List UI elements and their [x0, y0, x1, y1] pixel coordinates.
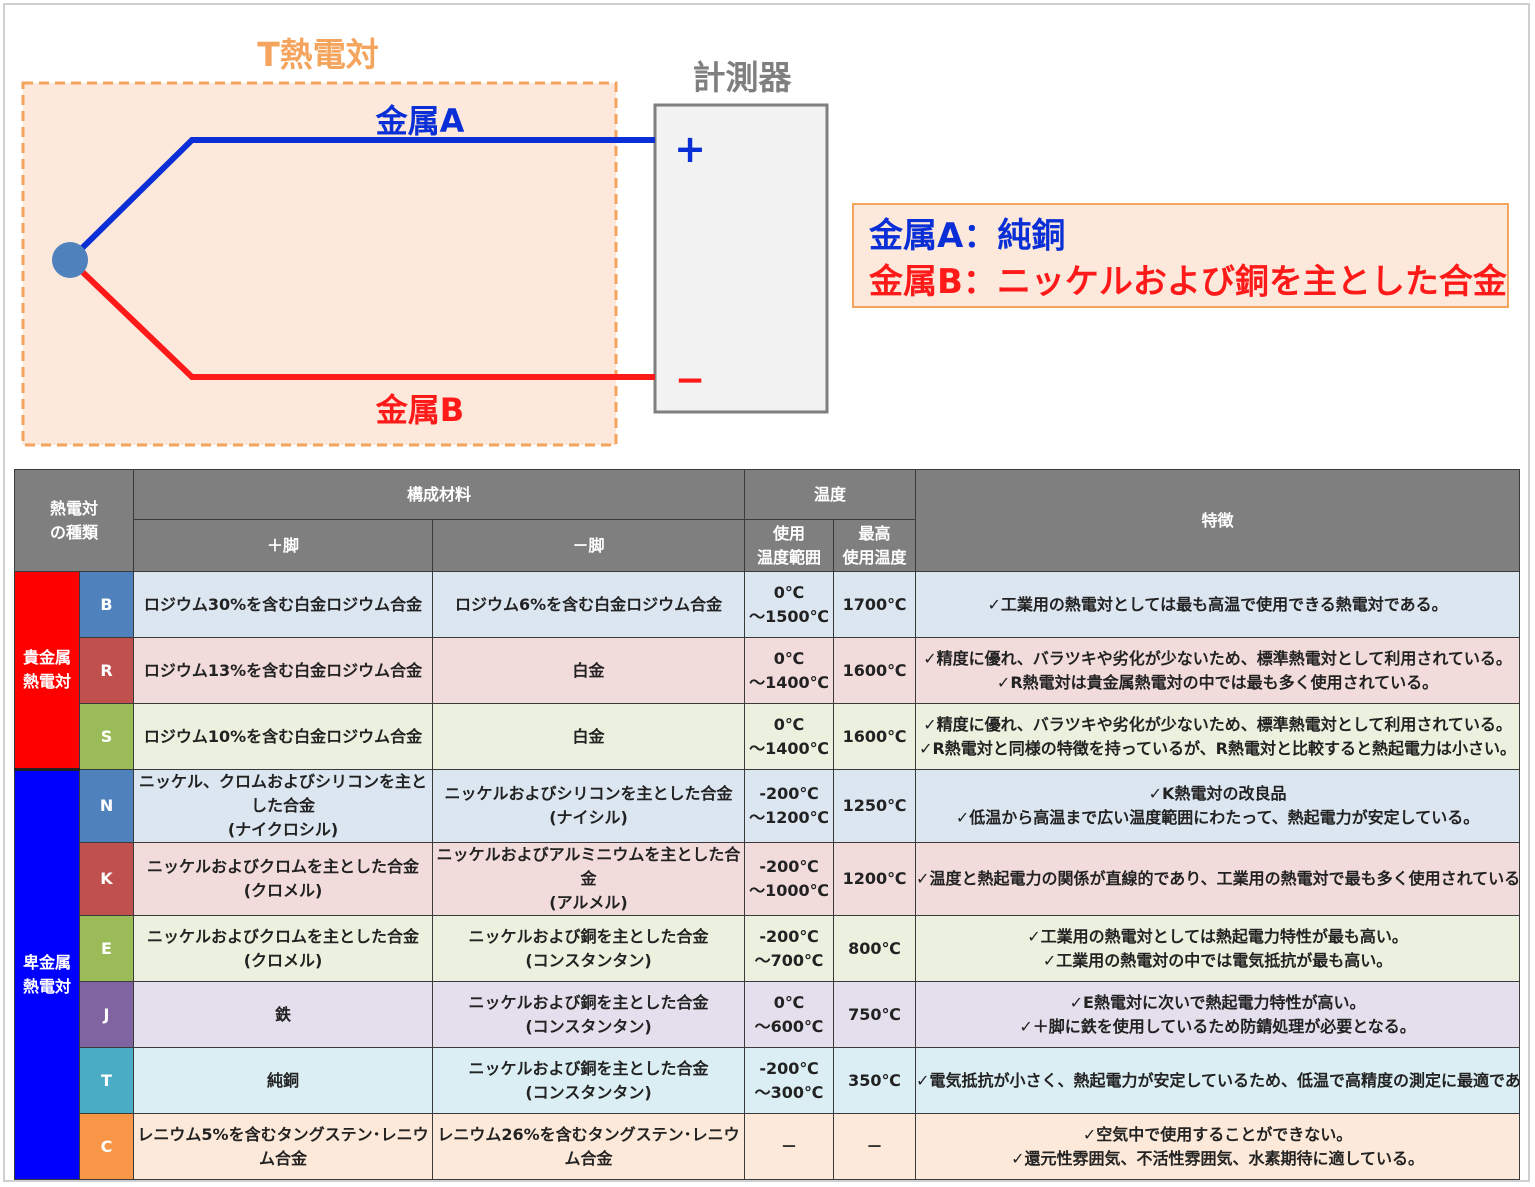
temperature-range: -200℃～1200℃: [744, 769, 835, 843]
diagram-title: T熱電対: [257, 35, 379, 74]
header-max: 最高使用温度: [833, 519, 917, 572]
max-temperature: 350℃: [833, 1047, 917, 1114]
temperature-range: -200℃～700℃: [744, 915, 835, 982]
outer-frame: [3, 3, 1530, 1182]
header-minus-leg: －脚: [432, 519, 746, 572]
minus-leg-material: ニッケルおよび銅を主とした合金(コンスタンタン): [432, 1047, 746, 1114]
metal-b-wire: [67, 257, 655, 380]
header-type: 熱電対の種類: [13, 469, 135, 572]
metal-legend: 金属A：純銅 金属B：ニッケルおよび銅を主とした合金: [852, 203, 1509, 308]
features: ✓E熱電対に次いで熱起電力特性が高い。✓＋脚に鉄を使用しているため防錆処理が必要…: [915, 981, 1521, 1048]
minus-leg-material: 白金: [432, 637, 746, 704]
header-plus-leg: ＋脚: [133, 519, 434, 572]
metal-a-wire: [67, 137, 655, 263]
max-temperature: 1200℃: [833, 842, 917, 916]
temperature-range: －: [744, 1113, 835, 1180]
thermocouple-code: E: [78, 915, 135, 982]
meter-box: [653, 103, 829, 414]
legend-metal-a: 金属A：純銅: [869, 216, 1066, 256]
features: ✓温度と熱起電力の関係が直線的であり、工業用の熱電対で最も多く使用されている。: [915, 842, 1521, 916]
features: ✓精度に優れ、バラツキや劣化が少ないため、標準熱電対として利用されている。✓R熱…: [915, 637, 1521, 704]
thermocouple-code: T: [78, 1047, 135, 1114]
group-base-metal: 卑金属熱電対: [14, 768, 80, 1180]
plus-terminal: +: [674, 127, 706, 171]
metal-a-label: 金属A: [375, 102, 465, 140]
temperature-range: -200℃～1000℃: [744, 842, 835, 916]
meter-label: 計測器: [693, 58, 793, 97]
thermocouple-table: 熱電対の種類 構成材料 温度 特徴 ＋脚 －脚 使用温度範囲 最高使用温度 貴金…: [13, 469, 1521, 1180]
plus-leg-material: ニッケルおよびクロムを主とした合金(クロメル): [133, 915, 434, 982]
plus-leg-material: ロジウム30%を含む白金ロジウム合金: [133, 571, 434, 638]
legend-metal-b: 金属B：ニッケルおよび銅を主とした合金: [869, 262, 1507, 302]
plus-leg-material: ロジウム10%を含む白金ロジウム合金: [133, 703, 434, 770]
thermocouple-code: B: [78, 571, 135, 638]
max-temperature: 1600℃: [833, 637, 917, 704]
max-temperature: －: [833, 1113, 917, 1180]
features: ✓工業用の熱電対としては最も高温で使用できる熱電対である。: [915, 571, 1521, 638]
plus-leg-material: ニッケルおよびクロムを主とした合金(クロメル): [133, 842, 434, 916]
plus-leg-material: ニッケル、クロムおよびシリコンを主とした合金(ナイクロシル): [133, 769, 434, 843]
max-temperature: 1250℃: [833, 769, 917, 843]
group-noble-metal: 貴金属熱電対: [14, 571, 80, 770]
minus-leg-material: ニッケルおよびシリコンを主とした合金(ナイシル): [432, 769, 746, 843]
thermocouple-code: K: [78, 842, 135, 916]
temperature-range: 0℃～1400℃: [744, 703, 835, 770]
features: ✓精度に優れ、バラツキや劣化が少ないため、標準熱電対として利用されている。✓R熱…: [915, 703, 1521, 770]
thermocouple-code: S: [78, 703, 135, 770]
header-materials: 構成材料: [133, 469, 746, 520]
features: ✓工業用の熱電対としては熱起電力特性が最も高い。✓工業用の熱電対の中では電気抵抗…: [915, 915, 1521, 982]
minus-leg-material: レニウム26%を含むタングステン･レニウム合金: [432, 1113, 746, 1180]
minus-leg-material: ニッケルおよびアルミニウムを主とした合金(アルメル): [432, 842, 746, 916]
plus-leg-material: ロジウム13%を含む白金ロジウム合金: [133, 637, 434, 704]
metal-b-label: 金属B: [375, 391, 464, 429]
thermocouple-box: [21, 81, 618, 447]
temperature-range: 0℃～600℃: [744, 981, 835, 1048]
header-features: 特徴: [915, 469, 1521, 572]
minus-leg-material: ニッケルおよび銅を主とした合金(コンスタンタン): [432, 915, 746, 982]
temperature-range: -200℃～300℃: [744, 1047, 835, 1114]
temperature-range: 0℃～1400℃: [744, 637, 835, 704]
plus-leg-material: 鉄: [133, 981, 434, 1048]
minus-terminal: −: [675, 360, 705, 401]
junction-dot: [52, 242, 88, 278]
minus-leg-material: 白金: [432, 703, 746, 770]
max-temperature: 1600℃: [833, 703, 917, 770]
plus-leg-material: 純銅: [133, 1047, 434, 1114]
thermocouple-code: N: [78, 769, 135, 843]
max-temperature: 1700℃: [833, 571, 917, 638]
header-temperature: 温度: [744, 469, 917, 520]
temperature-range: 0℃～1500℃: [744, 571, 835, 638]
plus-leg-material: レニウム5%を含むタングステン･レニウム合金: [133, 1113, 434, 1180]
thermocouple-code: J: [78, 981, 135, 1048]
thermocouple-diagram: T熱電対 計測器 金属A 金属B + −: [21, 35, 829, 447]
features: ✓電気抵抗が小さく、熱起電力が安定しているため、低温で高精度の測定に最適である。: [915, 1047, 1521, 1114]
header-range: 使用温度範囲: [744, 519, 835, 572]
max-temperature: 800℃: [833, 915, 917, 982]
minus-leg-material: ロジウム6%を含む白金ロジウム合金: [432, 571, 746, 638]
thermocouple-code: C: [78, 1113, 135, 1180]
minus-leg-material: ニッケルおよび銅を主とした合金(コンスタンタン): [432, 981, 746, 1048]
max-temperature: 750℃: [833, 981, 917, 1048]
thermocouple-code: R: [78, 637, 135, 704]
features: ✓K熱電対の改良品✓低温から高温まで広い温度範囲にわたって、熱起電力が安定してい…: [915, 769, 1521, 843]
features: ✓空気中で使用することができない。✓還元性雰囲気、不活性雰囲気、水素期待に適して…: [915, 1113, 1521, 1180]
